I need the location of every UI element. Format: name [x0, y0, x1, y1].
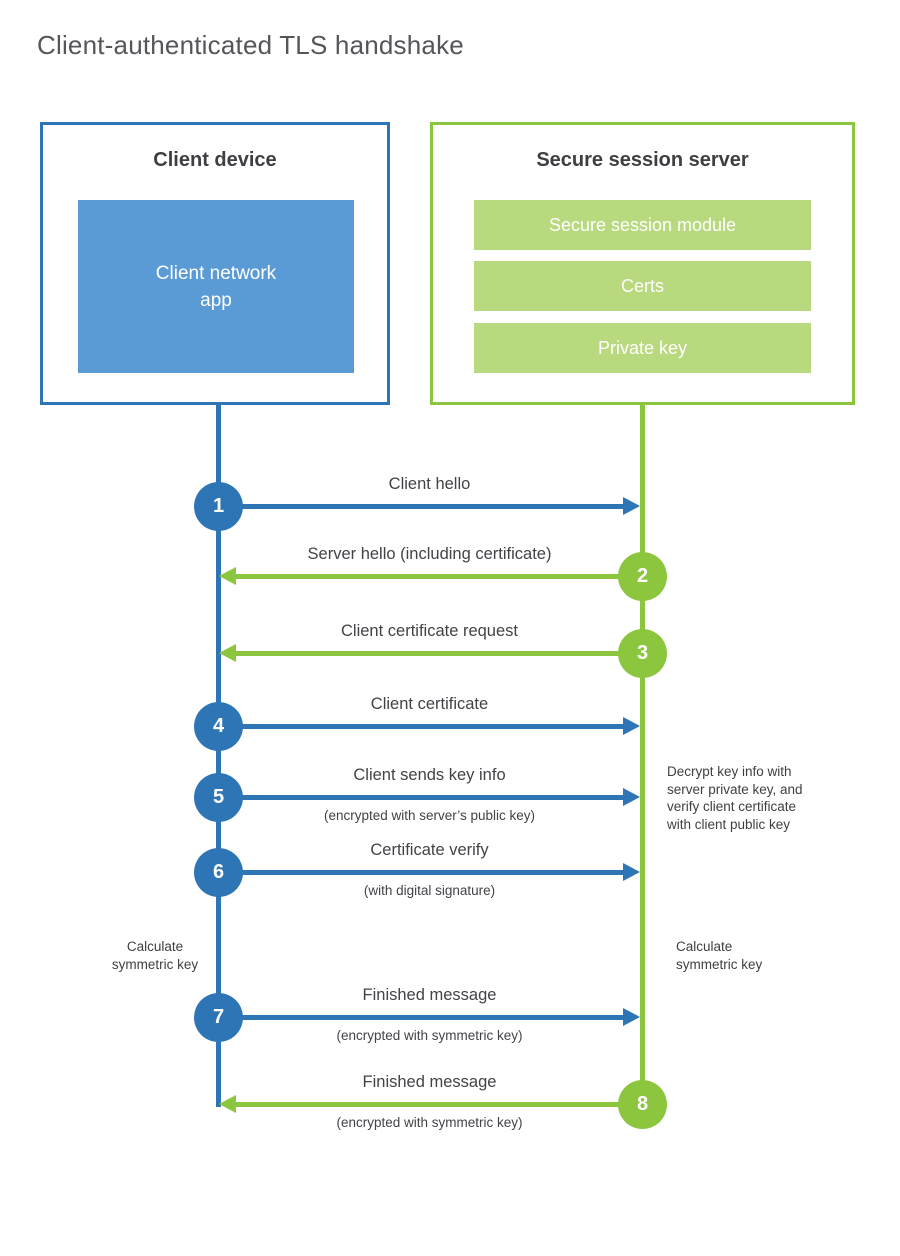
client-device-title: Client device	[153, 149, 277, 171]
server-title: Secure session server	[536, 149, 749, 171]
server-module-certs: Certs	[474, 261, 811, 311]
arrow-left-icon	[219, 644, 236, 662]
step-number-badge: 1	[194, 481, 243, 531]
step-label: Finished message	[362, 986, 497, 1004]
step-label: Client hello	[388, 475, 471, 493]
client-network-app-box: Client network app	[78, 200, 354, 373]
step-sublabel: (encrypted with symmetric key)	[336, 1115, 523, 1130]
step-sublabel: (encrypted with server’s public key)	[323, 808, 536, 823]
arrow-line	[236, 1102, 643, 1107]
arrow-right-icon	[623, 863, 640, 881]
arrow-line	[218, 795, 624, 800]
step-number-badge: 8	[618, 1079, 667, 1129]
step-label: Certificate verify	[370, 841, 489, 859]
arrow-right-icon	[623, 788, 640, 806]
step-label: Server hello (including certificate)	[307, 545, 552, 563]
note-decrypt-key-info: Decrypt key info with server private key…	[667, 764, 803, 832]
arrow-right-icon	[623, 717, 640, 735]
arrow-line	[218, 724, 624, 729]
note-calculate-symmetric-key-server: Calculate symmetric key	[676, 939, 763, 972]
step-sublabel: (with digital signature)	[363, 883, 496, 898]
page-title: Client-authenticated TLS handshake	[37, 30, 464, 60]
step-label: Finished message	[362, 1073, 497, 1091]
arrow-left-icon	[219, 567, 236, 585]
client-device-box: Client device Client network app	[40, 122, 390, 405]
step-number-badge: 5	[194, 772, 243, 822]
arrow-line	[236, 574, 643, 579]
server-module-private-key: Private key	[474, 323, 811, 373]
arrow-line	[218, 1015, 624, 1020]
arrow-line	[218, 504, 624, 509]
arrow-right-icon	[623, 497, 640, 515]
server-module-secure-session: Secure session module	[474, 200, 811, 250]
arrow-right-icon	[623, 1008, 640, 1026]
step-label: Client certificate request	[341, 622, 518, 640]
arrow-line	[236, 651, 643, 656]
server-box: Secure session server Secure session mod…	[430, 122, 855, 405]
step-sublabel: (encrypted with symmetric key)	[336, 1028, 523, 1043]
note-calculate-symmetric-key-client: Calculate symmetric key	[111, 939, 199, 972]
step-number-badge: 3	[618, 628, 667, 678]
client-lifeline	[216, 405, 221, 1107]
step-number-badge: 6	[194, 847, 243, 897]
step-label: Client sends key info	[353, 766, 506, 784]
step-number-badge: 4	[194, 701, 243, 751]
arrow-line	[218, 870, 624, 875]
step-number-badge: 7	[194, 992, 243, 1042]
arrow-left-icon	[219, 1095, 236, 1113]
step-number-badge: 2	[618, 551, 667, 601]
step-label: Client certificate	[370, 695, 489, 713]
server-lifeline	[640, 405, 645, 1128]
